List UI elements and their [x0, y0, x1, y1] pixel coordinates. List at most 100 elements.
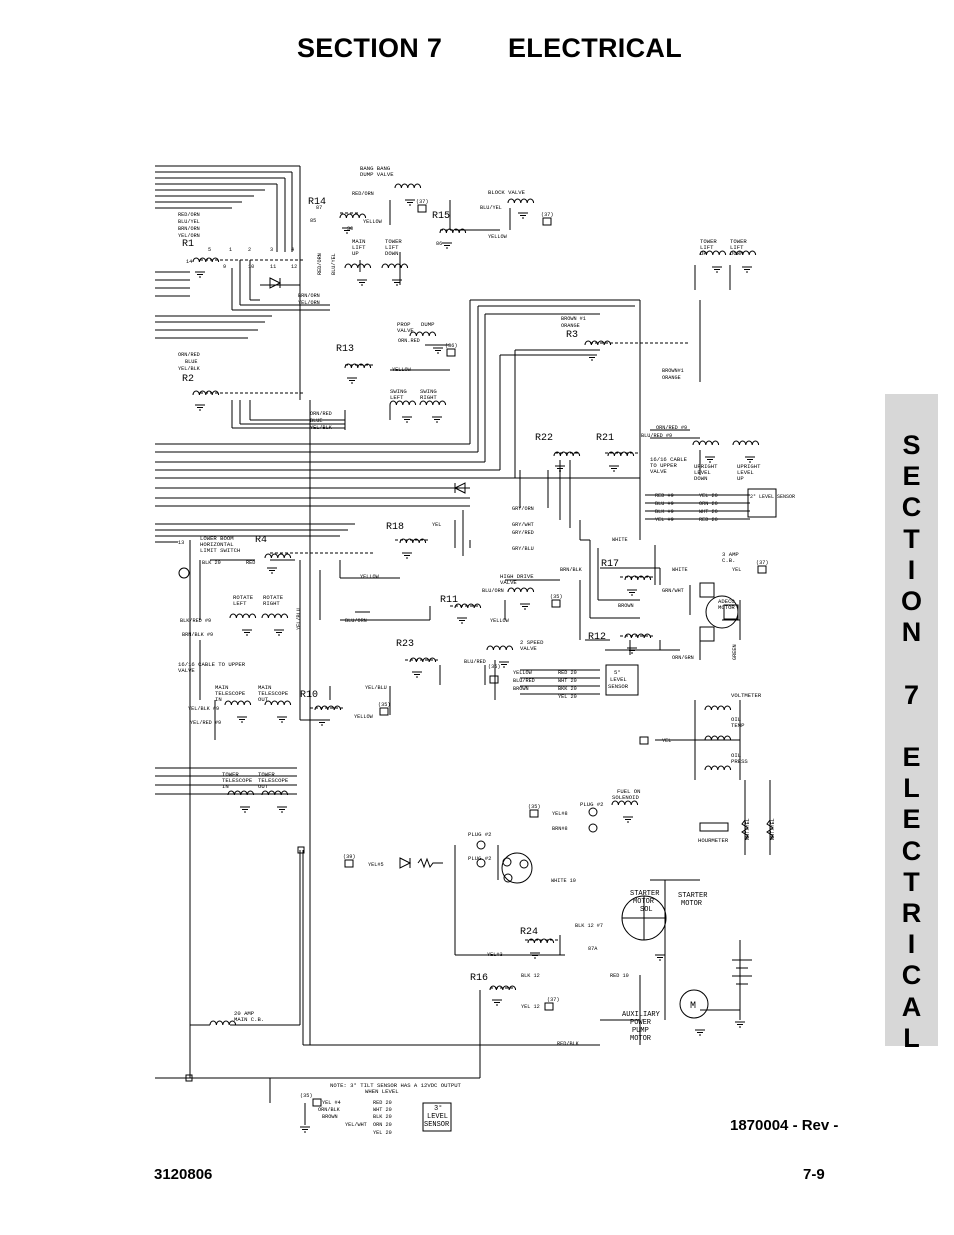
wire-yellow-r4: YELLOW — [360, 574, 380, 580]
label-tower-lift-down-2: LIFT — [730, 244, 744, 251]
terminal-14: 14 — [186, 259, 192, 265]
wire-yellow-d: YELLOW — [490, 618, 510, 624]
ref-35-e: (35) — [300, 1093, 312, 1099]
wire-orn20c: ORN 20 — [373, 1122, 392, 1128]
terminal-11: 11 — [270, 264, 276, 270]
wire-yellow-e: YELLOW — [513, 670, 533, 676]
wire-orange: ORANGE — [561, 323, 580, 329]
label-swing-left: SWING — [390, 388, 407, 395]
wire-blu-yel-v: BLU/YEL — [331, 253, 337, 275]
drawing-number: 1870004 - Rev - — [730, 1117, 839, 1134]
relay-r24: R24 — [520, 927, 538, 938]
ref-36: (36) — [445, 343, 457, 349]
label-lower-boom-3: LIMIT SWITCH — [200, 547, 240, 554]
wire-red20: RED 20 — [699, 517, 718, 523]
wire-red-orn: RED/ORN — [178, 212, 200, 218]
wire-yel-blk9: YEL/BLK #9 — [188, 706, 219, 712]
wire-yel-orn: YEL/ORN — [178, 233, 200, 239]
wire-red-r4: RED — [246, 560, 255, 566]
label-tower-lift-up: TOWER — [700, 238, 717, 245]
label-high-drive: HIGH DRIVE — [500, 573, 534, 580]
label-main-tele-out: MAIN — [258, 684, 271, 691]
label-starter-motor-2: MOTOR — [681, 900, 703, 908]
wire-gry-red: GRY/RED — [512, 530, 534, 536]
label-hourmeter: HOURMETER — [698, 837, 729, 844]
wire-yel-red9: YEL/RED #9 — [190, 720, 221, 726]
wire-red9: RED #9 — [655, 493, 674, 499]
wire-white10: WHITE 10 — [551, 878, 576, 884]
wire-yellow-c: YELLOW — [392, 367, 412, 373]
wire-blu-red-2: BLU/RED — [513, 678, 535, 684]
wire-yel-blu: YEL/BLU — [296, 608, 302, 630]
label-2deg-sensor: 2° LEVEL SENSOR — [750, 494, 795, 500]
terminal-85: 85 — [310, 218, 316, 224]
wire-yel-orn-2: YEL/ORN — [298, 300, 320, 306]
terminal-12: 12 — [291, 264, 297, 270]
wire-yel5: YEL#5 — [368, 862, 384, 868]
wire-white-a: WHITE — [612, 537, 628, 543]
ref-35-a: (35) — [550, 594, 562, 600]
wire-orange-2: ORANGE — [662, 375, 681, 381]
wire-blue-2: BLUE — [310, 418, 322, 424]
label-rotate-right: ROTATE — [263, 594, 284, 601]
wire-orn-blk: ORN/BLK — [318, 1107, 341, 1113]
wire-blk12: BLK 12 — [521, 973, 540, 979]
relay-r3: R3 — [566, 330, 578, 341]
label-5deg-sensor: 5° — [614, 669, 621, 676]
label-2speed: 2 SPEED — [520, 639, 544, 646]
section-number: SECTION 7 — [297, 33, 443, 63]
wire-brown1-b: BROWN#1 — [662, 368, 684, 374]
wire-gry-wht: GRY/WHT — [512, 522, 534, 528]
label-3deg-sensor-2: LEVEL — [427, 1113, 448, 1121]
ref-35-d: (35) — [528, 804, 540, 810]
relay-r21: R21 — [596, 433, 614, 444]
wire-blu-orn-2: BLU/ORN — [345, 618, 367, 624]
label-block-valve: BLOCK VALVE — [488, 189, 526, 196]
label-20amp-cb-2: MAIN C.B. — [234, 1016, 264, 1023]
wire-yel-cb: YEL — [732, 567, 741, 573]
label-prop-dump: PROP — [397, 321, 411, 328]
wire-yel12: YEL 12 — [521, 1004, 540, 1010]
relay-r1: R1 — [182, 239, 194, 250]
label-5deg-sensor-2: LEVEL — [610, 676, 627, 683]
relay-r2: R2 — [182, 374, 194, 385]
wire-brown1: BROWN #1 — [561, 316, 586, 322]
label-lower-boom-2: HORIZONTAL — [200, 541, 234, 548]
relay-r18: R18 — [386, 522, 404, 533]
wire-blu-red: BLU/RED — [464, 659, 486, 665]
ref-39: (39) — [343, 854, 355, 860]
section-title: ELECTRICAL — [508, 33, 682, 63]
relay-r12: R12 — [588, 632, 606, 643]
ref-35-c: (35) — [378, 702, 390, 708]
wire-blk-red9: BLK/RED #9 — [180, 618, 211, 624]
label-tower-lift-2: LIFT — [385, 244, 399, 251]
relay-r16: R16 — [470, 973, 488, 984]
label-tower-tele-out-2: TELESCOPE — [258, 777, 289, 784]
relay-r14: R14 — [308, 197, 326, 208]
label-cable-upper-2: TO UPPER — [650, 462, 677, 469]
wire-yel4: YEL #4 — [322, 1100, 341, 1106]
label-5deg-sensor-3: SENSOR — [608, 683, 629, 690]
label-plug2-c: PLUG #2 — [468, 855, 492, 862]
wire-orn-red-2: ORN/RED — [310, 411, 332, 417]
label-starter-motor: STARTER — [678, 892, 708, 900]
wire-yellow-f: YELLOW — [354, 714, 374, 720]
label-swing-right: SWING — [420, 388, 437, 395]
wire-yel3: YEL#3 — [487, 952, 503, 958]
terminal-13: 13 — [178, 540, 184, 546]
label-voltmeter: VOLTMETER — [731, 692, 762, 699]
label-upright-down-2: LEVEL — [694, 469, 711, 476]
label-adeco-motor: ADECO — [718, 598, 735, 605]
terminal-87: 87 — [316, 205, 322, 211]
label-plug2-b: PLUG #2 — [468, 831, 492, 838]
wire-orn20: ORN 20 — [699, 501, 718, 507]
wire-blk9: BLK #9 — [655, 509, 674, 515]
label-adeco-motor-2: MOTOR — [718, 604, 735, 611]
label-main-lift-3: UP — [352, 250, 359, 257]
terminal-2: 2 — [248, 247, 251, 253]
wire-orn-red-p: ORN.RED — [398, 338, 420, 344]
terminal-1: 1 — [229, 247, 232, 253]
label-swing-right-2: RIGHT — [420, 394, 437, 401]
ref-37-a: (37) — [416, 199, 428, 205]
